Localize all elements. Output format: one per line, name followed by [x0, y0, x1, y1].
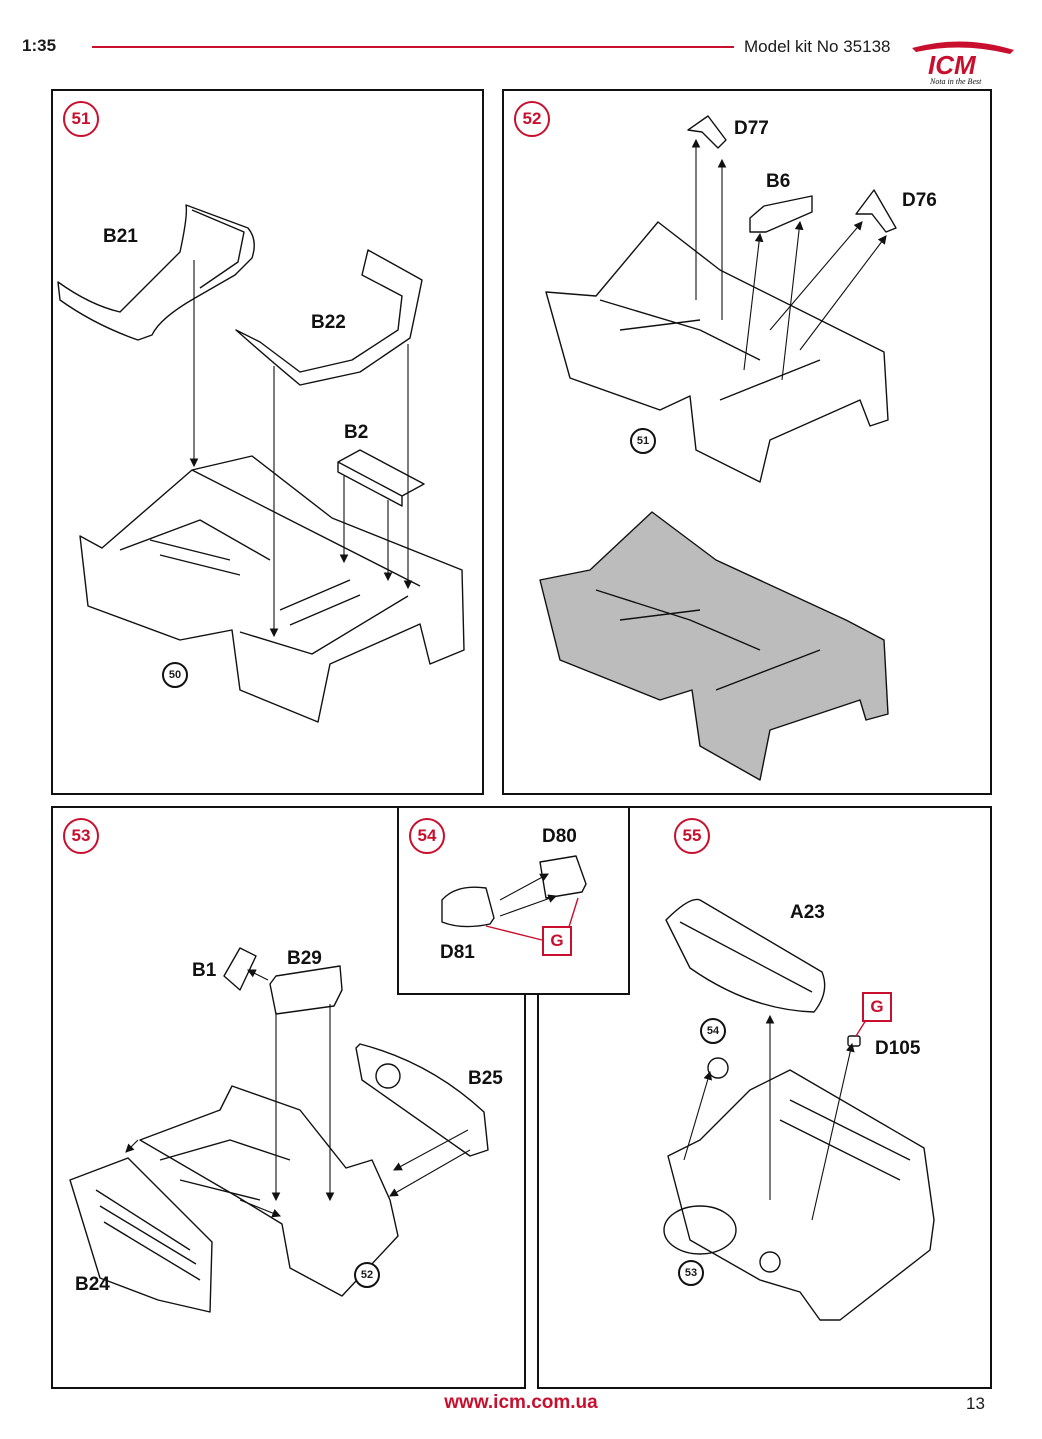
- label-b22: B22: [311, 312, 346, 333]
- part-b29-drawing: [269, 965, 343, 1015]
- part-d77-drawing: [687, 115, 727, 149]
- body-assembly-step55: [663, 1057, 935, 1321]
- step-55-badge: 55: [674, 818, 710, 854]
- part-d81-drawing: [441, 886, 495, 928]
- logo-slogan: Nota in the Best: [929, 77, 982, 86]
- part-d105-drawing: [847, 1035, 861, 1047]
- label-d76: D76: [902, 190, 937, 211]
- part-b24-drawing: [69, 1157, 213, 1313]
- floor-assembly-step51: [79, 455, 465, 723]
- part-b2-drawing: [337, 449, 425, 507]
- ref-step-50: 50: [162, 662, 188, 688]
- scale-label: 1:35: [22, 36, 57, 55]
- ref-step-52: 52: [354, 1262, 380, 1288]
- part-b6-drawing: [749, 195, 813, 233]
- part-d76-drawing: [855, 189, 897, 233]
- page-number: 13: [966, 1394, 985, 1413]
- ref-step-54: 54: [700, 1018, 726, 1044]
- label-b24: B24: [75, 1274, 110, 1295]
- floor-assembly-step52-complete: [539, 511, 889, 781]
- header-rule: [92, 46, 734, 48]
- seat-b22-drawing: [235, 249, 423, 386]
- label-d80: D80: [542, 826, 577, 847]
- label-b25: B25: [468, 1068, 503, 1089]
- color-code-g-step54: G: [542, 926, 572, 956]
- chassis-step53: [139, 1085, 399, 1297]
- step-52-badge: 52: [514, 101, 550, 137]
- kit-number: Model kit No 35138: [744, 37, 891, 56]
- color-code-g-step55: G: [862, 992, 892, 1022]
- ref-step-53: 53: [678, 1260, 704, 1286]
- logo-text: ICM: [928, 50, 977, 80]
- label-d105: D105: [875, 1038, 921, 1059]
- step-54-badge: 54: [409, 818, 445, 854]
- part-a23-drawing: [665, 898, 826, 1013]
- part-d80-drawing: [539, 855, 587, 899]
- seat-b21-drawing: [57, 204, 255, 341]
- floor-assembly-step52-exploded: [545, 221, 889, 483]
- label-b1: B1: [192, 960, 217, 981]
- icm-logo: ICM Nota in the Best: [902, 40, 1022, 86]
- label-b29: B29: [287, 948, 322, 969]
- label-d81: D81: [440, 942, 475, 963]
- label-b6: B6: [766, 171, 791, 192]
- footer-url[interactable]: www.icm.com.ua: [444, 1392, 598, 1413]
- label-d77: D77: [734, 118, 769, 139]
- part-b1-drawing: [223, 947, 257, 991]
- step-51-badge: 51: [63, 101, 99, 137]
- label-b2: B2: [344, 422, 369, 443]
- label-b21: B21: [103, 226, 138, 247]
- part-b25-drawing: [355, 1043, 489, 1157]
- step-53-badge: 53: [63, 818, 99, 854]
- label-a23: A23: [790, 902, 825, 923]
- ref-step-51: 51: [630, 428, 656, 454]
